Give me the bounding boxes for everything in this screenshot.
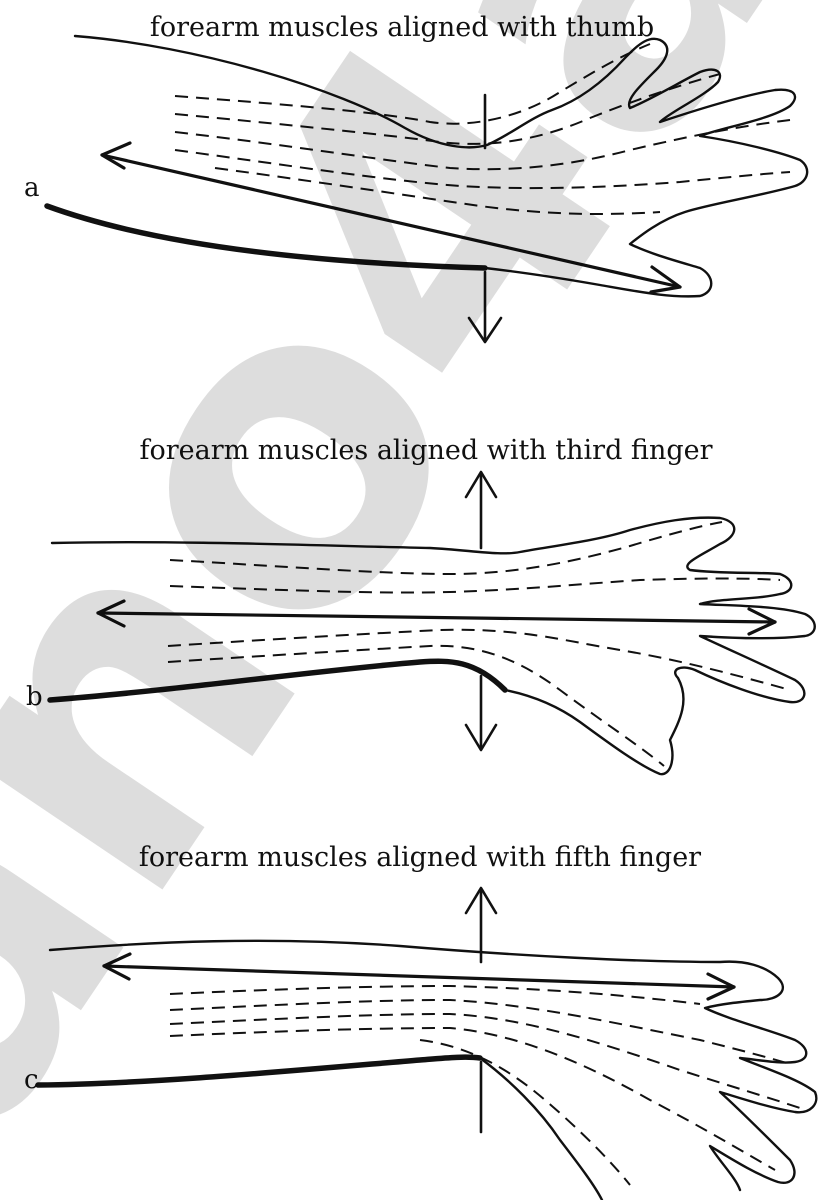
panel-c-hand-lower-outline — [480, 1058, 602, 1200]
panel-c-muscle-lines — [170, 986, 800, 1185]
panel-b-down-arrow — [466, 676, 496, 750]
panel-a-label: a — [24, 173, 40, 203]
